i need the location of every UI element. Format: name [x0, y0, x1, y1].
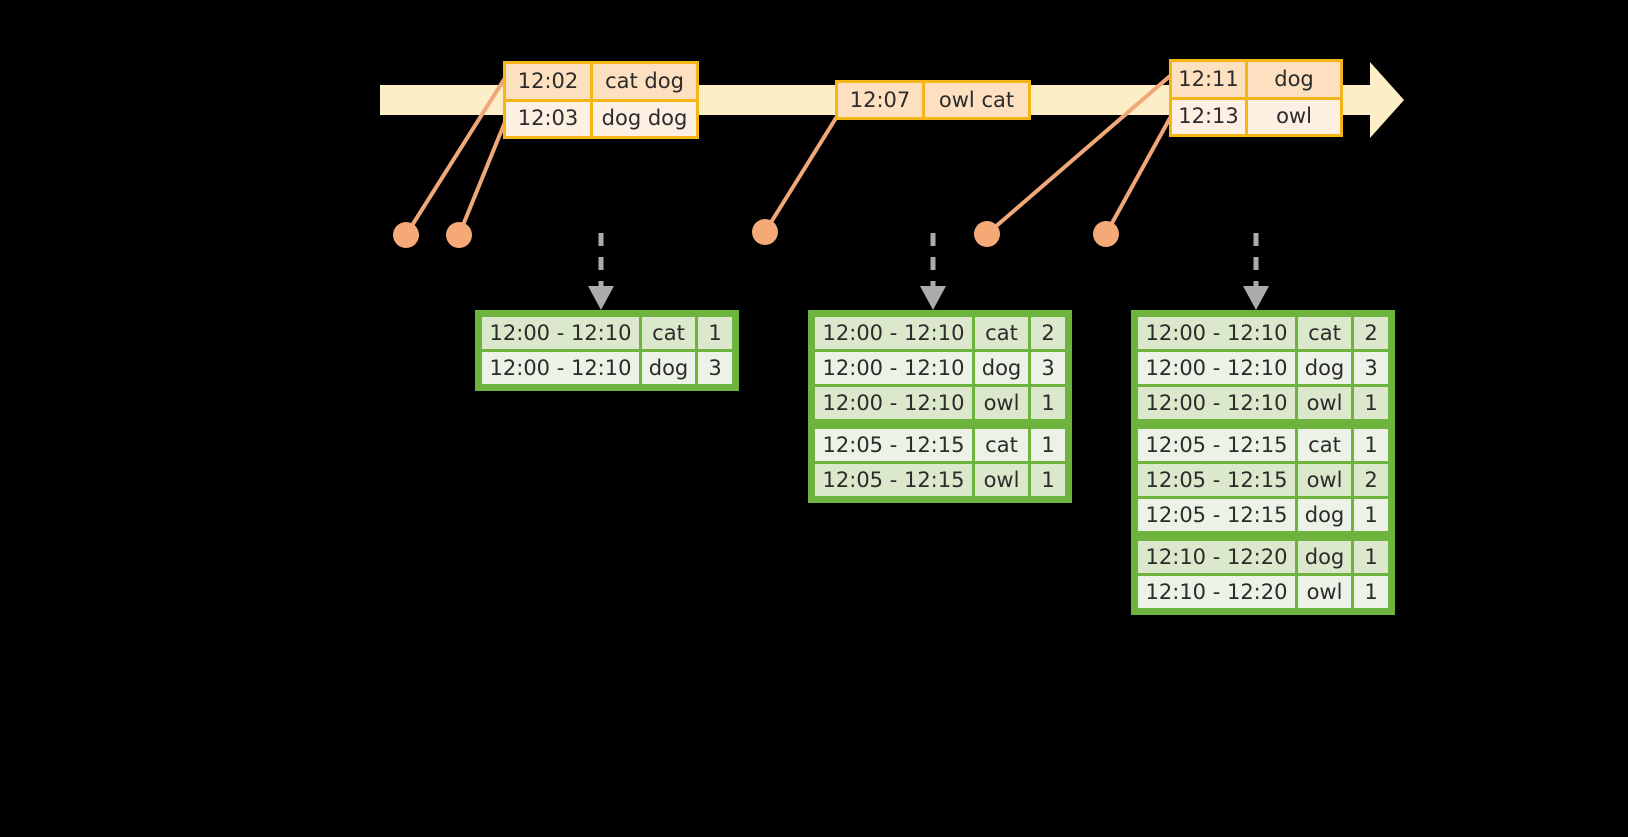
cell-count: 1 [1354, 387, 1388, 419]
trigger-dot-4 [974, 221, 1000, 247]
cell-count: 1 [1031, 429, 1065, 461]
table-row[interactable]: 12:05 - 12:15 cat 1 [1138, 429, 1388, 461]
cell-window: 12:00 - 12:10 [1138, 387, 1295, 419]
cell-window: 12:05 - 12:15 [1138, 464, 1295, 496]
table-row[interactable]: 12:00 - 12:10 dog 3 [1138, 352, 1388, 384]
event-time: 12:02 [506, 64, 593, 99]
cell-word: cat [1298, 317, 1351, 349]
cell-count: 2 [1031, 317, 1065, 349]
table-row[interactable]: 12:10 - 12:20 owl 1 [1138, 576, 1388, 608]
trigger-dot-2 [446, 222, 472, 248]
cell-window: 12:00 - 12:10 [1138, 352, 1295, 384]
cell-count: 3 [1354, 352, 1388, 384]
event-row[interactable]: 12:11 dog [1172, 62, 1340, 97]
table-row[interactable]: 12:05 - 12:15 cat 1 [815, 429, 1065, 461]
emit-arrowhead-3 [1243, 286, 1269, 310]
cell-word: owl [975, 464, 1028, 496]
event-words: cat dog [593, 64, 696, 99]
cell-count: 1 [1031, 464, 1065, 496]
table-row[interactable]: 12:05 - 12:15 owl 1 [815, 464, 1065, 496]
cell-window: 12:00 - 12:10 [482, 352, 639, 384]
cell-count: 2 [1354, 464, 1388, 496]
group-separator [1135, 534, 1391, 538]
table-row[interactable]: 12:00 - 12:10 dog 3 [482, 352, 732, 384]
cell-count: 1 [1354, 541, 1388, 573]
cell-count: 1 [1354, 499, 1388, 531]
event-time: 12:13 [1172, 99, 1248, 134]
group-separator [812, 422, 1068, 426]
emit-arrowhead-1 [588, 286, 614, 310]
table-row[interactable]: 12:10 - 12:20 dog 1 [1138, 541, 1388, 573]
cell-window: 12:00 - 12:10 [815, 352, 972, 384]
cell-count: 1 [698, 317, 732, 349]
event-row[interactable]: 12:07 owl cat [838, 83, 1028, 117]
table-row[interactable]: 12:00 - 12:10 cat 2 [1138, 317, 1388, 349]
cell-window: 12:00 - 12:10 [815, 317, 972, 349]
event-row[interactable]: 12:02 cat dog [506, 64, 696, 99]
group-separator [1135, 422, 1391, 426]
cell-count: 3 [698, 352, 732, 384]
cell-word: dog [975, 352, 1028, 384]
cell-window: 12:10 - 12:20 [1138, 541, 1295, 573]
cell-window: 12:00 - 12:10 [482, 317, 639, 349]
table-row[interactable]: 12:05 - 12:15 owl 2 [1138, 464, 1388, 496]
cell-word: cat [1298, 429, 1351, 461]
event-time: 12:11 [1172, 62, 1248, 97]
cell-window: 12:05 - 12:15 [1138, 429, 1295, 461]
event-words: owl [1248, 99, 1340, 134]
cell-count: 1 [1354, 429, 1388, 461]
connector-line-5 [1104, 116, 1172, 236]
table-row[interactable]: 12:00 - 12:10 owl 1 [815, 387, 1065, 419]
cell-word: dog [1298, 352, 1351, 384]
cell-word: owl [975, 387, 1028, 419]
cell-word: cat [975, 317, 1028, 349]
event-words: dog [1248, 62, 1340, 97]
cell-word: dog [1298, 499, 1351, 531]
cell-count: 3 [1031, 352, 1065, 384]
emit-arrows [598, 233, 1259, 288]
trigger-dot-5 [1093, 221, 1119, 247]
cell-count: 1 [1031, 387, 1065, 419]
event-box-2[interactable]: 12:07 owl cat [835, 80, 1031, 120]
cell-window: 12:05 - 12:15 [815, 464, 972, 496]
cell-word: dog [642, 352, 695, 384]
event-row[interactable]: 12:13 owl [1172, 96, 1340, 134]
cell-word: owl [1298, 387, 1351, 419]
cell-window: 12:05 - 12:15 [1138, 499, 1295, 531]
result-table-3[interactable]: 12:00 - 12:10 cat 2 12:00 - 12:10 dog 3 … [1131, 310, 1395, 615]
event-box-3[interactable]: 12:11 dog 12:13 owl [1169, 59, 1343, 137]
event-box-1[interactable]: 12:02 cat dog 12:03 dog dog [503, 61, 699, 139]
cell-window: 12:10 - 12:20 [1138, 576, 1295, 608]
cell-count: 2 [1354, 317, 1388, 349]
trigger-dot-3 [752, 219, 778, 245]
table-row[interactable]: 12:00 - 12:10 dog 3 [815, 352, 1065, 384]
table-row[interactable]: 12:00 - 12:10 cat 1 [482, 317, 732, 349]
cell-window: 12:00 - 12:10 [815, 387, 972, 419]
emit-arrowhead-2 [920, 286, 946, 310]
result-table-2[interactable]: 12:00 - 12:10 cat 2 12:00 - 12:10 dog 3 … [808, 310, 1072, 503]
cell-word: owl [1298, 464, 1351, 496]
cell-count: 1 [1354, 576, 1388, 608]
trigger-dots [393, 219, 1119, 248]
cell-word: cat [642, 317, 695, 349]
table-row[interactable]: 12:00 - 12:10 cat 2 [815, 317, 1065, 349]
event-row[interactable]: 12:03 dog dog [506, 98, 696, 136]
cell-window: 12:05 - 12:15 [815, 429, 972, 461]
cell-word: cat [975, 429, 1028, 461]
table-row[interactable]: 12:05 - 12:15 dog 1 [1138, 499, 1388, 531]
result-table-1[interactable]: 12:00 - 12:10 cat 1 12:00 - 12:10 dog 3 [475, 310, 739, 391]
trigger-dot-1 [393, 222, 419, 248]
cell-word: owl [1298, 576, 1351, 608]
cell-word: dog [1298, 541, 1351, 573]
emit-arrowheads [588, 286, 1269, 310]
connector-line-1 [404, 76, 507, 237]
table-row[interactable]: 12:00 - 12:10 owl 1 [1138, 387, 1388, 419]
event-time: 12:03 [506, 101, 593, 136]
connector-line-3 [763, 116, 838, 234]
event-time: 12:07 [838, 83, 925, 117]
cell-window: 12:00 - 12:10 [1138, 317, 1295, 349]
connector-line-2 [457, 120, 507, 237]
event-words: owl cat [925, 83, 1028, 117]
event-words: dog dog [593, 101, 696, 136]
